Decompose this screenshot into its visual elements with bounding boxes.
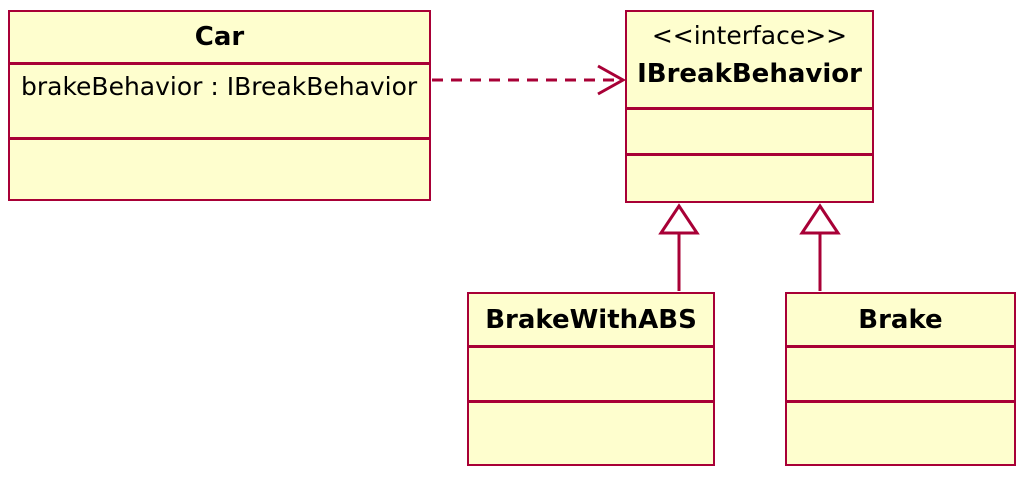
ibreakbehavior-attributes-compartment-empty <box>627 107 872 153</box>
brake-methods-compartment-empty <box>787 400 1014 464</box>
car-methods-compartment-empty <box>10 137 429 199</box>
ibreakbehavior-methods-compartment-empty <box>627 153 872 201</box>
edge-realization-brakewithabs-to-ibreakbehavior <box>658 203 700 291</box>
interface-stereotype-label: <<interface>> <box>651 21 848 50</box>
brake-attributes-compartment-empty <box>787 345 1014 400</box>
ibreakbehavior-header-compartment: <<interface>> IBreakBehavior <box>627 12 872 107</box>
class-node-car: Car brakeBehavior : IBreakBehavior <box>8 10 431 201</box>
hollow-triangle-arrowhead-icon <box>799 203 841 235</box>
car-attribute-brakebehavior: brakeBehavior : IBreakBehavior <box>21 72 418 101</box>
hollow-triangle-arrowhead-icon <box>658 203 700 235</box>
interface-node-ibreakbehavior: <<interface>> IBreakBehavior <box>625 10 874 203</box>
class-title-brake: Brake <box>858 304 943 335</box>
brakewithabs-methods-compartment-empty <box>469 400 713 464</box>
class-title-brakewithabs: BrakeWithABS <box>485 304 697 335</box>
edge-realization-brake-to-ibreakbehavior <box>799 203 841 291</box>
car-title-compartment: Car <box>10 12 429 62</box>
brakewithabs-title-compartment: BrakeWithABS <box>469 294 713 345</box>
class-node-brake: Brake <box>785 292 1016 466</box>
class-node-brakewithabs: BrakeWithABS <box>467 292 715 466</box>
edge-dependency-car-to-ibreakbehavior <box>432 64 627 96</box>
class-title-car: Car <box>194 22 245 52</box>
brake-title-compartment: Brake <box>787 294 1014 345</box>
brakewithabs-attributes-compartment-empty <box>469 345 713 400</box>
car-attributes-compartment: brakeBehavior : IBreakBehavior <box>10 62 429 137</box>
interface-title-ibreakbehavior: IBreakBehavior <box>637 59 862 89</box>
open-arrowhead-icon <box>597 64 627 96</box>
